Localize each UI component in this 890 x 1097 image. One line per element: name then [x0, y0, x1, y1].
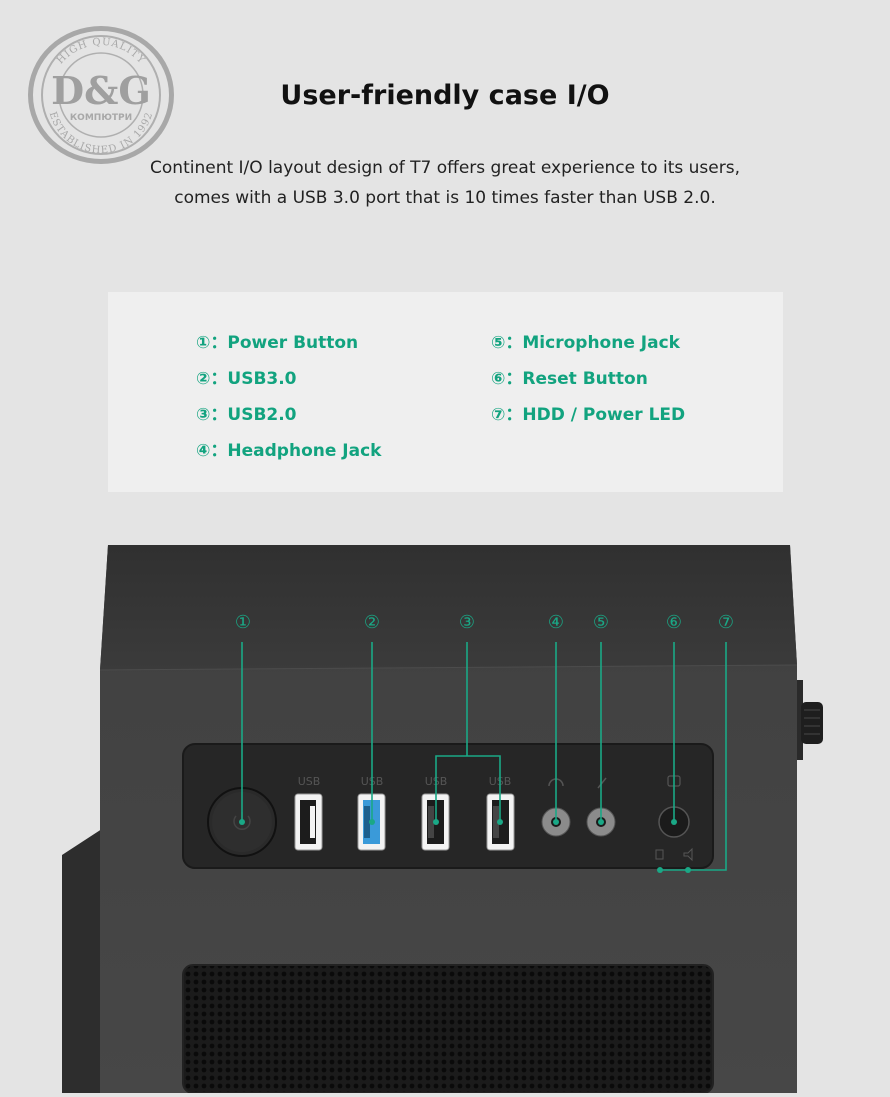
callout-2: ②	[363, 612, 381, 633]
svg-text:HIGH QUALITY: HIGH QUALITY	[55, 37, 147, 67]
logo-text: D&G	[51, 68, 151, 113]
legend-item-usb3: ②：USB3.0	[196, 369, 297, 389]
dg-logo-stamp: HIGH QUALITY ESTABLISHED IN 1992 D&G КОМ…	[28, 26, 174, 164]
legend-item-usb2: ③：USB2.0	[196, 405, 297, 425]
logo-ring-top: HIGH QUALITY	[55, 37, 146, 67]
svg-text:USB: USB	[298, 775, 321, 788]
description-line-1: Continent I/O layout design of T7 offers…	[150, 158, 740, 178]
callout-3: ③	[458, 612, 476, 633]
description-line-2: comes with a USB 3.0 port that is 10 tim…	[174, 188, 716, 208]
legend-item-headphone-jack: ④：Headphone Jack	[196, 441, 382, 461]
legend-item-hdd-power-led: ⑦：HDD / Power LED	[491, 405, 686, 425]
legend-item-power-button: ①：Power Button	[196, 333, 359, 353]
io-legend-panel: ①：Power Button ②：USB3.0 ③：USB2.0 ④：Headp…	[108, 292, 783, 492]
callout-5: ⑤	[592, 612, 610, 633]
callout-7: ⑦	[717, 612, 735, 633]
logo-ring-middle: КОМПЮТРИ	[70, 113, 132, 123]
callout-6: ⑥	[665, 612, 683, 633]
legend-item-reset-button: ⑥：Reset Button	[491, 369, 648, 389]
page-title: User-friendly case I/O	[280, 80, 610, 111]
pc-case-top-illustration: USB USB USB USB	[0, 530, 890, 1094]
legend-item-microphone-jack: ⑤：Microphone Jack	[491, 333, 680, 353]
callout-4: ④	[547, 612, 565, 633]
callout-1: ①	[234, 612, 252, 633]
